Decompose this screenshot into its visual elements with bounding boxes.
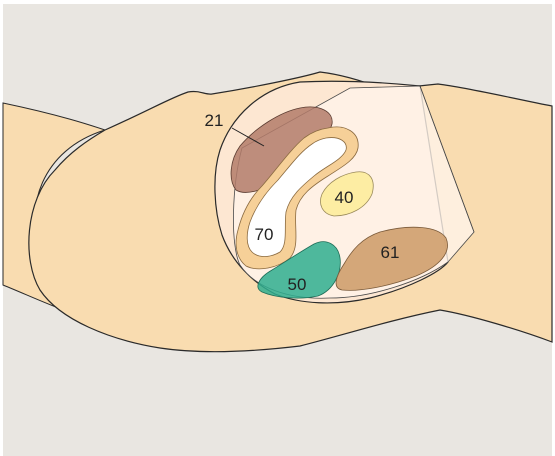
- label-40: 40: [335, 188, 354, 207]
- label-50: 50: [288, 275, 307, 294]
- label-70: 70: [255, 225, 274, 244]
- label-21: 21: [205, 111, 224, 130]
- frame-top: [0, 0, 555, 4]
- label-61: 61: [381, 243, 400, 262]
